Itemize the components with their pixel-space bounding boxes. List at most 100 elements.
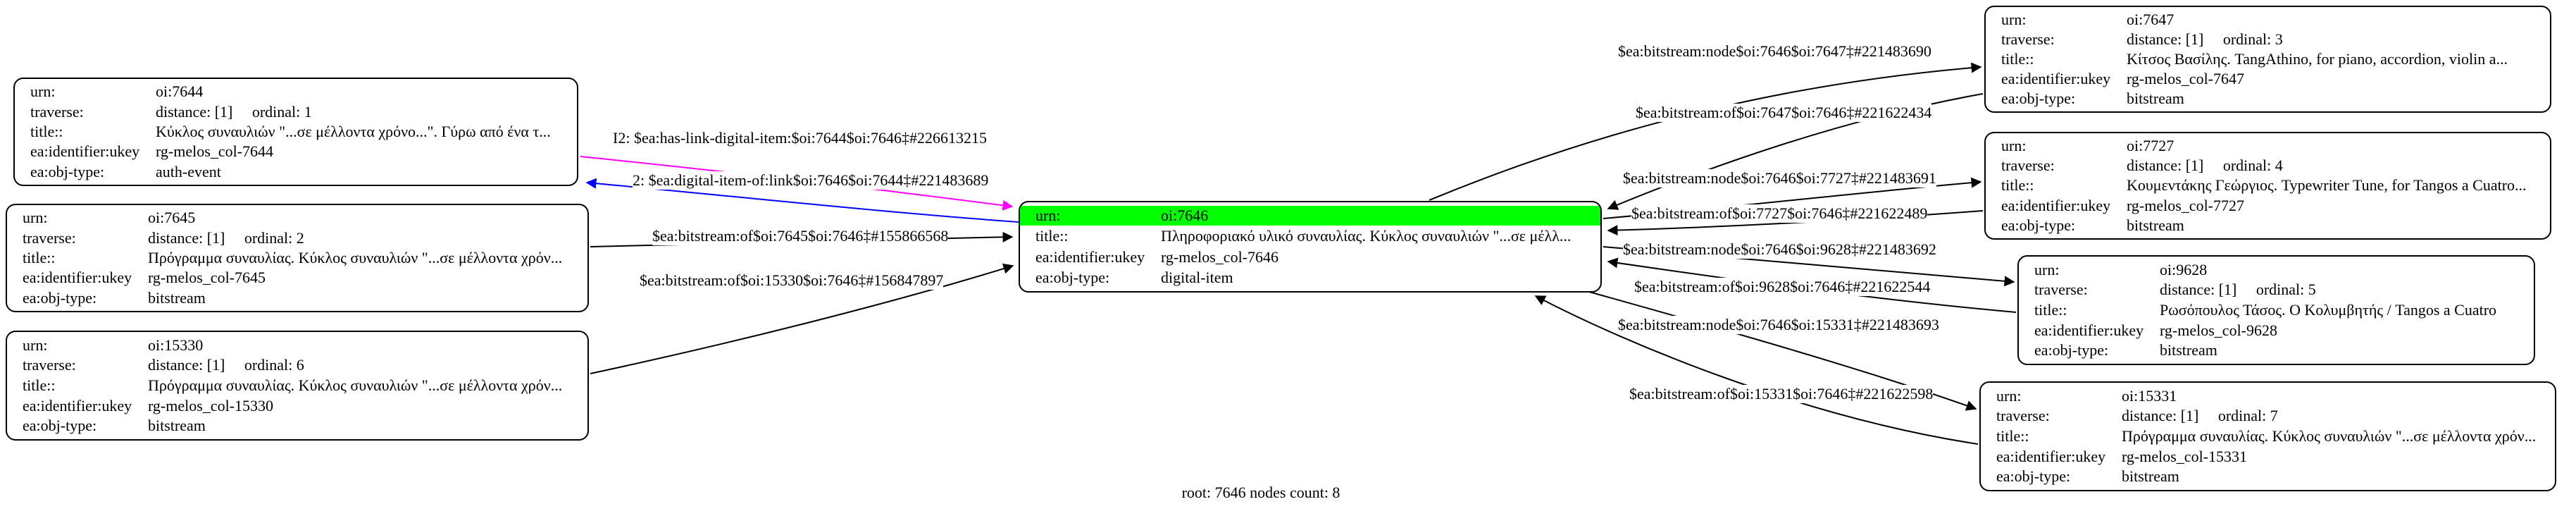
field-label: title::	[2001, 50, 2034, 68]
edge-bitstream-of-15331	[1534, 295, 1979, 445]
field-value: distance: [1] ordinal: 3	[2127, 30, 2283, 48]
node-oi-7647[interactable]: urn: oi:7647 traverse: distance: [1] ordin…	[1984, 6, 2551, 113]
field-value: rg-melos_col-9628	[2160, 321, 2278, 339]
field-value: oi:7647	[2127, 11, 2174, 28]
field-label: urn:	[30, 82, 56, 101]
edge-label-digital-item-of: 2: $ea:digital-item-of:link$oi:7646$oi:7…	[633, 171, 989, 190]
row-title: title::Πρόγραμμα συναυλίας. Κύκλος συναυ…	[1981, 426, 2555, 446]
row-objtype: ea:obj-type: bitstream	[7, 288, 587, 308]
field-value: rg-melos_col-15330	[148, 396, 274, 414]
edge-label-bitstream-node-7647: $ea:bitstream:node$oi:7646$oi:7647‡#2214…	[1618, 42, 1931, 61]
field-label: urn:	[1035, 207, 1061, 225]
field-value: Κίτσος Βασίλης. TangAthino, for piano, a…	[2127, 50, 2508, 68]
field-label: traverse:	[30, 102, 84, 121]
field-label: ea:obj-type:	[30, 162, 105, 180]
field-value: Πρόγραμμα συναυλίας. Κύκλος συναυλιών ".…	[148, 248, 563, 266]
row-title: title::Πληροφοριακό υλικό συναυλίας. Κύκ…	[1020, 226, 1600, 246]
row-urn: urn: oi:7647	[1986, 10, 2550, 30]
row-identifier: ea:identifier:ukey rg-melos_col-15331	[1981, 447, 2555, 467]
node-oi-7644[interactable]: urn:oi:7644 traverse: distance: [1] ordin…	[13, 78, 578, 186]
row-traverse: traverse:distance: [1] ordinal: 6	[7, 355, 587, 375]
field-label: ea:identifier:ukey	[2001, 70, 2111, 87]
field-value: oi:7645	[148, 209, 196, 227]
row-objtype: ea:obj-type:bitstream	[1986, 89, 2550, 109]
row-objtype: ea:obj-type:bitstream	[2019, 340, 2534, 360]
field-value: Πρόγραμμα συναυλίας. Κύκλος συναυλιών ".…	[148, 376, 563, 394]
edge-label-bitstream-node-9628: $ea:bitstream:node$oi:7646$oi:9628‡#2214…	[1623, 240, 1936, 259]
field-label: urn:	[2001, 11, 2027, 28]
field-value: Πρόγραμμα συναυλίας. Κύκλος συναυλιών ".…	[2122, 426, 2537, 445]
edge-label-bitstream-of-7727: $ea:bitstream:of$oi:7727$oi:7646‡#221622…	[1631, 204, 1928, 223]
field-value: distance: [1] ordinal: 1	[156, 102, 312, 121]
field-label: traverse:	[23, 228, 76, 247]
edge-label-bitstream-of-15331: $ea:bitstream:of$oi:15331$oi:7646‡#22162…	[1629, 385, 1934, 403]
field-label: ea:identifier:ukey	[23, 396, 132, 414]
row-objtype: ea:obj-type:digital-item	[1020, 268, 1600, 288]
node-oi-9628[interactable]: urn:oi:9628 traverse:distance: [1] ordin…	[2017, 255, 2535, 365]
field-label: traverse:	[2034, 281, 2088, 299]
node-oi-7646-root[interactable]: urn:oi:7646 title::Πληροφοριακό υλικό συ…	[1019, 201, 1602, 293]
row-objtype: ea:obj-type:bitstream	[1986, 216, 2550, 235]
row-traverse: traverse: distance: [1] ordinal: 3	[1986, 30, 2550, 49]
field-label: traverse:	[2001, 30, 2055, 48]
node-oi-15330[interactable]: urn:oi:15330 traverse:distance: [1] ordi…	[6, 331, 589, 441]
field-label: title::	[2034, 300, 2067, 319]
row-identifier: ea:identifier:ukey rg-melos_col-15330	[7, 396, 587, 416]
field-label: ea:identifier:ukey	[1996, 447, 2106, 465]
field-value: bitstream	[2127, 90, 2184, 107]
field-value: rg-melos_col-7647	[2127, 70, 2245, 87]
field-value: Πληροφοριακό υλικό συναυλίας. Κύκλος συν…	[1161, 227, 1572, 245]
field-label: traverse:	[2001, 156, 2055, 175]
field-label: traverse:	[1996, 407, 2050, 425]
row-traverse: traverse:distance: [1] ordinal: 7	[1981, 406, 2555, 426]
row-identifier: ea:identifier:ukey rg-melos_col-7647	[1986, 69, 2550, 89]
field-value: Ρωσόπουλος Τάσος. Ο Κολυμβητής / Tangos …	[2160, 300, 2497, 319]
field-label: ea:obj-type:	[1035, 268, 1110, 286]
edge-label-bitstream-node-7727: $ea:bitstream:node$oi:7646$oi:7727‡#2214…	[1623, 169, 1936, 188]
field-label: urn:	[23, 336, 48, 354]
row-urn-highlighted: urn:oi:7646	[1020, 206, 1600, 226]
field-label: title::	[23, 376, 56, 394]
field-label: title::	[1996, 426, 2029, 445]
row-urn: urn:oi:15331	[1981, 386, 2555, 406]
row-traverse: traverse: distance: [1] ordinal: 1	[15, 102, 577, 122]
edge-label-bitstream-of-9628: $ea:bitstream:of$oi:9628$oi:7646‡#221622…	[1634, 278, 1931, 296]
field-value: oi:9628	[2160, 260, 2208, 278]
row-title: title::Κουμεντάκης Γεώργιος. Typewriter …	[1986, 176, 2550, 195]
row-urn: urn:oi:7644	[15, 82, 577, 102]
field-label: ea:obj-type:	[23, 288, 97, 307]
field-value: bitstream	[148, 288, 206, 307]
field-label: ea:obj-type:	[2034, 341, 2109, 360]
field-value: rg-melos_col-15331	[2122, 447, 2248, 465]
node-oi-7727[interactable]: urn:oi:7727 traverse:distance: [1] ordin…	[1984, 132, 2551, 240]
field-value: rg-melos_col-7646	[1161, 247, 1279, 266]
field-label: urn:	[2034, 260, 2060, 278]
field-value: rg-melos_col-7727	[2127, 196, 2245, 214]
field-label: ea:obj-type:	[1996, 467, 2071, 486]
node-oi-15331[interactable]: urn:oi:15331 traverse:distance: [1] ordi…	[1979, 381, 2556, 491]
row-urn: urn:oi:7727	[1986, 136, 2550, 156]
field-label: ea:obj-type:	[23, 417, 97, 435]
field-value: oi:15331	[2122, 386, 2177, 405]
row-objtype: ea:obj-type:bitstream	[7, 416, 587, 436]
row-identifier: ea:identifier:ukey rg-melos_col-7646	[1020, 247, 1600, 267]
edge-label-has-link-digital-item: I2: $ea:has-link-digital-item:$oi:7644$o…	[613, 129, 987, 147]
field-value: Κύκλος συναυλιών "...σε μέλλοντα χρόνο..…	[156, 122, 551, 140]
field-label: ea:identifier:ukey	[1035, 247, 1145, 266]
edge-bitstream-of-15330	[590, 263, 1014, 374]
row-objtype: ea:obj-type:bitstream	[1981, 467, 2555, 486]
field-value: Κουμεντάκης Γεώργιος. Typewriter Tune, f…	[2127, 176, 2527, 195]
edge-label-bitstream-of-15330: $ea:bitstream:of$oi:15330$oi:7646‡#15684…	[640, 271, 944, 290]
row-urn: urn:oi:15330	[7, 336, 587, 355]
row-title: title::Πρόγραμμα συναυλίας. Κύκλος συναυ…	[7, 248, 587, 268]
field-label: urn:	[2001, 137, 2027, 155]
field-value: distance: [1] ordinal: 2	[148, 228, 304, 247]
row-title: title::Κύκλος συναυλιών "...σε μέλλοντα …	[15, 122, 577, 142]
field-value: rg-melos_col-7645	[148, 269, 266, 287]
node-oi-7645[interactable]: urn:oi:7645 traverse:distance: [1] ordin…	[6, 204, 589, 312]
row-title: title::Ρωσόπουλος Τάσος. Ο Κολυμβητής / …	[2019, 300, 2534, 320]
